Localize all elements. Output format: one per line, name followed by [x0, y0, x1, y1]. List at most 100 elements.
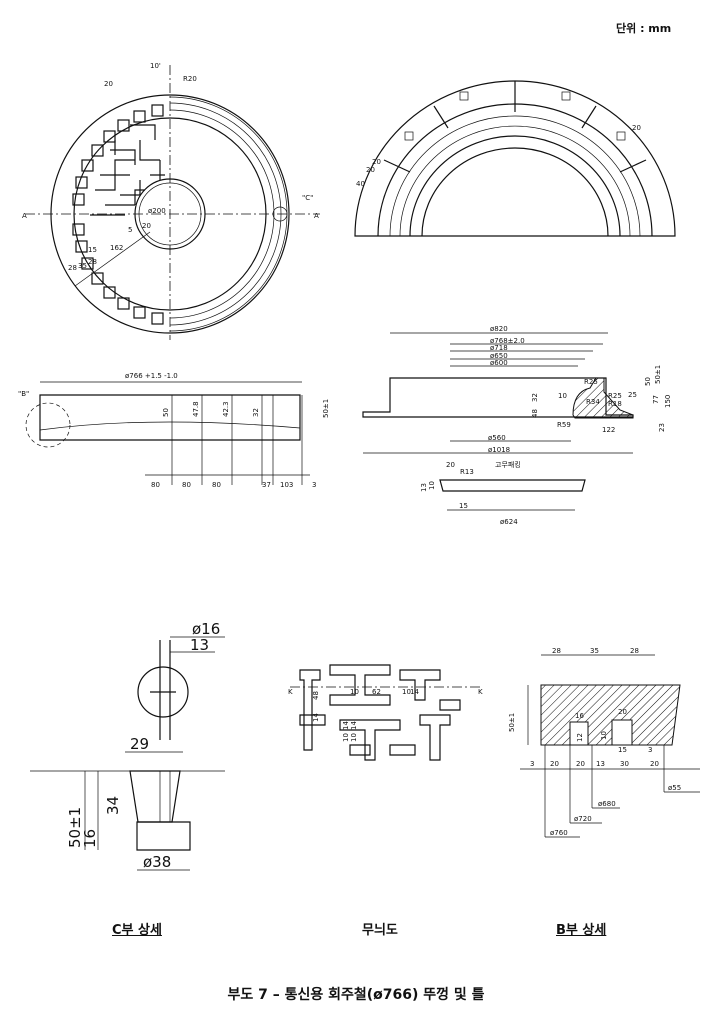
dim-label: 122	[602, 426, 615, 434]
section-a-right: A	[314, 212, 319, 220]
gasket-view: 고무패킹 20 R13 13 10 15 ø624	[420, 460, 586, 526]
pattern-view: K K 48 10 62 10 14 14 10 14 10 14	[288, 664, 483, 761]
dim-label: ø16	[192, 620, 220, 638]
dim-label: 50	[644, 377, 652, 386]
dim-label: 32	[252, 408, 260, 417]
dim-label: ø560	[488, 434, 506, 442]
gasket-title: 고무패킹	[495, 460, 521, 469]
dim-label: ø650	[490, 352, 508, 360]
dim-label: 28	[552, 647, 561, 655]
dim-label: 28	[68, 264, 77, 272]
dim-label: 20	[650, 760, 659, 768]
dim-slot: 20	[104, 80, 113, 88]
dim-label: 20	[372, 158, 381, 166]
dim-label: 77	[652, 395, 660, 404]
dim-label: 48	[312, 691, 320, 700]
figure-title: 부도 7 – 통신용 회주철(ø766) 뚜껑 및 틀	[227, 987, 485, 1003]
dim-label: ø820	[490, 325, 508, 333]
dim-label: 13	[190, 636, 209, 654]
dim-label: 29	[130, 735, 149, 753]
section-k-left: K	[288, 688, 293, 696]
dim-label: 162	[110, 244, 123, 252]
dim-label: 14	[312, 713, 320, 722]
dim-radius: R20	[183, 75, 197, 83]
dim-label: 20	[446, 461, 455, 469]
dim-label: 10	[600, 731, 608, 740]
dim-label: 16	[81, 829, 99, 848]
dim-label: R25	[608, 392, 622, 400]
dim-label: 20	[366, 166, 375, 174]
detail-c-view: ø16 13 29 34 50±1 16 ø38	[30, 620, 225, 871]
detail-b-view: 28 35 28 50±1 16 20 12 10 15 3 3 20 20 1…	[508, 647, 700, 838]
dim-label: 16	[575, 712, 584, 720]
cover-plan-view: 10' R20 20 "C" A A ø200 5 20 162 15 28 3…	[22, 62, 320, 340]
dim-label: 20	[142, 222, 151, 230]
dim-label: 14	[342, 721, 350, 730]
dim-label: 50±1	[508, 713, 516, 732]
dim-label: 10	[428, 481, 436, 490]
dim-label: 23	[658, 423, 666, 432]
dim-label: 13	[596, 760, 605, 768]
dim-label: 80	[151, 481, 160, 489]
dim-label: ø55	[668, 784, 681, 792]
dim-label: 12	[576, 733, 584, 742]
dim-label: 50±1	[654, 365, 662, 384]
detail-b-marker: "B"	[18, 390, 29, 398]
dim-label: 40	[356, 180, 365, 188]
dim-center-dia: ø200	[148, 207, 166, 215]
dim-label: 5	[128, 226, 132, 234]
dim-cover-dia: ø766 +1.5 -1.0	[125, 372, 178, 380]
dim-label: 20	[550, 760, 559, 768]
dim-label: 15	[459, 502, 468, 510]
dim-angle: 10'	[150, 62, 161, 70]
dim-label: R18	[608, 400, 622, 408]
dim-label: ø718	[490, 344, 508, 352]
cover-section-view: ø766 +1.5 -1.0 "B" 50 47.8 42.3 32 50±1 …	[18, 372, 330, 489]
dim-label: ø680	[598, 800, 616, 808]
dim-label: 34	[104, 796, 122, 815]
caption-detail-b: B부 상세	[556, 923, 607, 938]
dim-label: R59	[557, 421, 571, 429]
dim-label: 50	[162, 408, 170, 417]
dim-label: 50±1	[322, 399, 330, 418]
dim-label: ø760	[550, 829, 568, 837]
dim-label: 62	[372, 688, 381, 696]
dim-label: 10	[558, 392, 567, 400]
detail-c-marker: "C"	[302, 194, 313, 202]
dim-label: 80	[212, 481, 221, 489]
dim-label: ø768±2.0	[490, 337, 525, 345]
dim-label: 3	[648, 746, 652, 754]
dim-label: 35	[590, 647, 599, 655]
dim-label: 14	[350, 721, 358, 730]
vertical-dims	[145, 395, 310, 485]
dim-label: 25	[628, 391, 637, 399]
dim-label: 80	[182, 481, 191, 489]
dim-label: 3	[312, 481, 316, 489]
dim-label: 28	[630, 647, 639, 655]
dim-label: 48	[531, 409, 539, 418]
dim-label: 10	[402, 688, 411, 696]
dim-label: ø600	[490, 359, 508, 367]
dim-label: 32	[531, 393, 539, 402]
dim-label: 37	[262, 481, 271, 489]
dim-label: R25	[584, 378, 598, 386]
dim-label: ø1018	[488, 446, 510, 454]
dim-label: R13	[460, 468, 474, 476]
dim-label: 30	[620, 760, 629, 768]
dim-label: 15	[88, 246, 97, 254]
dim-label: 20	[576, 760, 585, 768]
dim-label: 13	[420, 483, 428, 492]
dim-label: 10	[350, 733, 358, 742]
section-k-right: K	[478, 688, 483, 696]
dim-label: 150	[664, 395, 672, 408]
dim-label: 10	[342, 733, 350, 742]
dim-label: 10	[350, 688, 359, 696]
frame-section-view: ø820 ø768±2.0 ø718 ø650 ø600 50±1 50 150…	[362, 325, 672, 454]
dim-label: 47.8	[192, 401, 200, 417]
dim-label: 35	[78, 262, 87, 270]
dim-label: 28	[88, 258, 97, 266]
section-a-left: A	[22, 212, 27, 220]
dim-label: ø720	[574, 815, 592, 823]
dim-label: ø38	[143, 853, 171, 871]
